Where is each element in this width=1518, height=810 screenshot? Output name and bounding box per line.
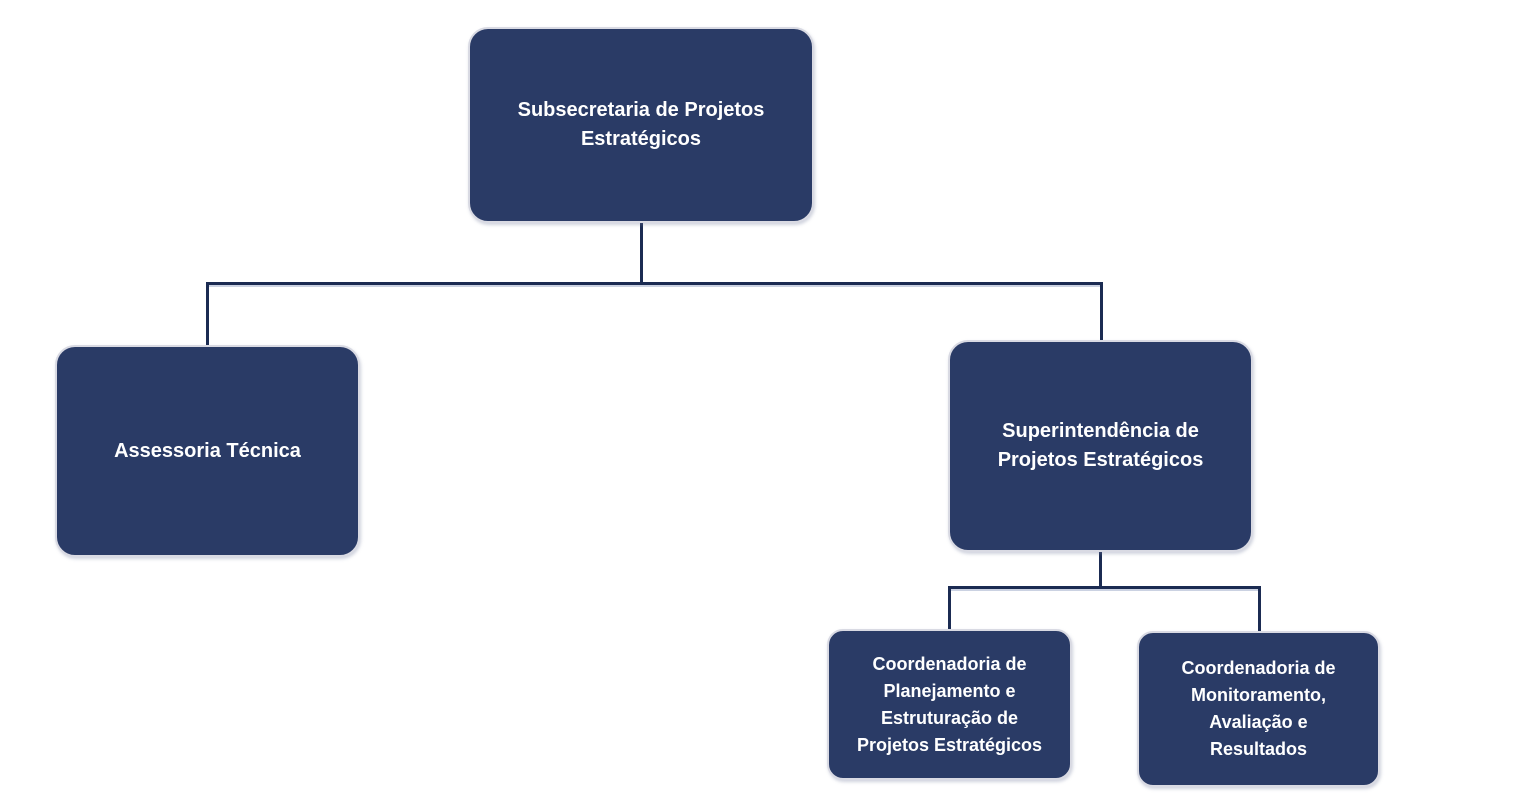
org-node-coord-planejamento: Coordenadoria de Planejamento e Estrutur… [827, 629, 1072, 780]
connector-level2-horizontal [206, 282, 1103, 285]
org-node-subsecretaria: Subsecretaria de Projetos Estratégicos [468, 27, 814, 223]
connector-subsecretaria-stem [640, 222, 643, 284]
org-node-coord-monitoramento: Coordenadoria de Monitoramento, Avaliaçã… [1137, 631, 1380, 787]
connector-to-superintendencia [1100, 282, 1103, 341]
connector-to-assessoria [206, 282, 209, 346]
org-node-superintendencia: Superintendência de Projetos Estratégico… [948, 340, 1253, 552]
connector-level3-horizontal [948, 586, 1261, 589]
connector-superintendencia-stem [1099, 551, 1102, 589]
org-node-assessoria-tecnica: Assessoria Técnica [55, 345, 360, 557]
connector-to-coord-planejamento [948, 586, 951, 630]
connector-to-coord-monitoramento [1258, 586, 1261, 632]
